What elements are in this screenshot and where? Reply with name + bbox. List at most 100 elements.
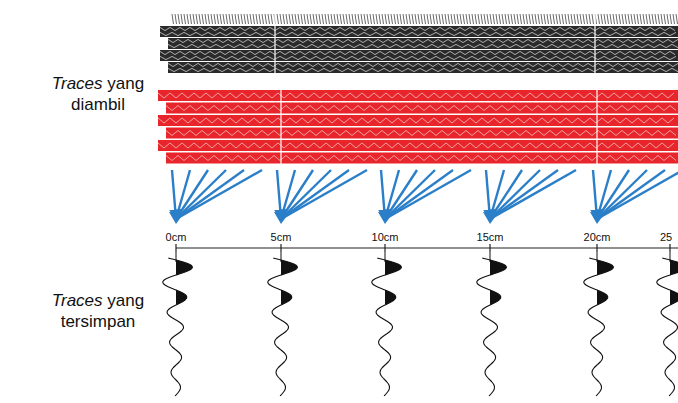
- trace-tick: [298, 14, 300, 24]
- stack-arrow: [176, 170, 262, 219]
- trace-tick: [436, 14, 438, 24]
- axis-tick: [489, 244, 490, 252]
- trace-tick: [316, 14, 318, 24]
- trace-tick: [277, 14, 279, 24]
- trace-tick: [352, 14, 354, 24]
- trace-tick: [529, 14, 531, 24]
- trace-tick: [571, 14, 573, 24]
- trace-tick: [187, 14, 189, 24]
- trace-tick: [421, 14, 423, 24]
- trace-tick: [646, 14, 648, 24]
- trace-tick: [547, 14, 549, 24]
- arrow-head: [378, 212, 393, 224]
- trace-tick: [355, 14, 357, 24]
- trace-wiggle: [168, 39, 678, 42]
- axis-label: 15cm: [477, 231, 504, 244]
- trace-tick: [319, 14, 321, 24]
- trace-tick: [400, 14, 402, 24]
- trace-tick: [313, 14, 315, 24]
- trace-tick: [505, 14, 507, 24]
- trace-tick: [289, 14, 291, 24]
- trace-tick: [415, 14, 417, 24]
- trace-tick: [634, 14, 636, 24]
- trace-tick: [439, 14, 441, 24]
- trace-tick: [481, 14, 483, 24]
- trace-tick: [550, 14, 552, 24]
- axis-tick: [669, 244, 670, 252]
- trace-tick: [193, 14, 195, 24]
- trace-tick: [565, 14, 567, 24]
- trace-tick: [358, 14, 360, 24]
- trace-tick: [418, 14, 420, 24]
- stack-arrow: [281, 170, 313, 219]
- trace-tick: [286, 14, 288, 24]
- trace-tick: [544, 14, 546, 24]
- trace-tick: [484, 14, 486, 24]
- stack-arrow: [597, 170, 678, 219]
- trace-tick: [562, 14, 564, 24]
- trace-tick: [466, 14, 468, 24]
- trace-tick: [487, 14, 489, 24]
- label-holder: 0cm: [166, 231, 187, 244]
- trace-tick: [460, 14, 462, 24]
- trace-tick: [637, 14, 639, 24]
- trace-tick: [475, 14, 477, 24]
- trace-tick: [334, 14, 336, 24]
- arrow-head: [590, 212, 605, 224]
- trace-tick: [628, 14, 630, 24]
- trace-tick: [382, 14, 384, 24]
- trace-tick: [367, 14, 369, 24]
- trace-tick: [559, 14, 561, 24]
- trace-tick: [619, 14, 621, 24]
- trace-tick: [625, 14, 627, 24]
- trace-row: [158, 115, 678, 126]
- stack-arrow: [281, 170, 367, 219]
- trace-tick: [259, 14, 261, 24]
- trace-tick: [226, 14, 228, 24]
- stored-trace: [477, 258, 507, 396]
- trace-wiggle: [166, 131, 676, 136]
- trace-tick: [553, 14, 555, 24]
- trace-tick: [214, 14, 216, 24]
- trace-tick: [247, 14, 249, 24]
- stack-arrow: [486, 170, 490, 219]
- wavelet-fill: [670, 258, 678, 305]
- trace-tick: [616, 14, 618, 24]
- stack-arrow: [172, 170, 176, 219]
- axis-label: 5cm: [271, 231, 292, 244]
- stack-arrow: [490, 170, 558, 219]
- label-holder: 10cm: [372, 231, 399, 244]
- trace-tick: [499, 14, 501, 24]
- trace-wiggle: [160, 27, 675, 30]
- trace-tick: [301, 14, 303, 24]
- trace-tick: [469, 14, 471, 24]
- band-break: [596, 88, 597, 166]
- trace-tick: [643, 14, 645, 24]
- trace-tick: [229, 14, 231, 24]
- trace-tick: [463, 14, 465, 24]
- trace-tick: [394, 14, 396, 24]
- trace-wiggle: [166, 156, 676, 161]
- axis-tick: [280, 244, 281, 252]
- trace-tick: [493, 14, 495, 24]
- trace-tick: [658, 14, 660, 24]
- trace-tick: [223, 14, 225, 24]
- trace-tick: [307, 14, 309, 24]
- band-break: [280, 88, 281, 166]
- trace-row: [158, 90, 678, 101]
- trace-tick: [349, 14, 351, 24]
- trace-wiggle: [168, 44, 678, 47]
- trace-tick: [532, 14, 534, 24]
- trace-tick: [496, 14, 498, 24]
- trace-tick: [268, 14, 270, 24]
- trace-tick: [397, 14, 399, 24]
- stack-arrow: [385, 170, 417, 219]
- stacking-arrows: [169, 170, 678, 224]
- label-holder: 25: [660, 231, 672, 244]
- trace-row: [166, 128, 678, 139]
- trace-tick: [202, 14, 204, 24]
- trace-tick: [244, 14, 246, 24]
- trace-tick: [388, 14, 390, 24]
- trace-tick: [511, 14, 513, 24]
